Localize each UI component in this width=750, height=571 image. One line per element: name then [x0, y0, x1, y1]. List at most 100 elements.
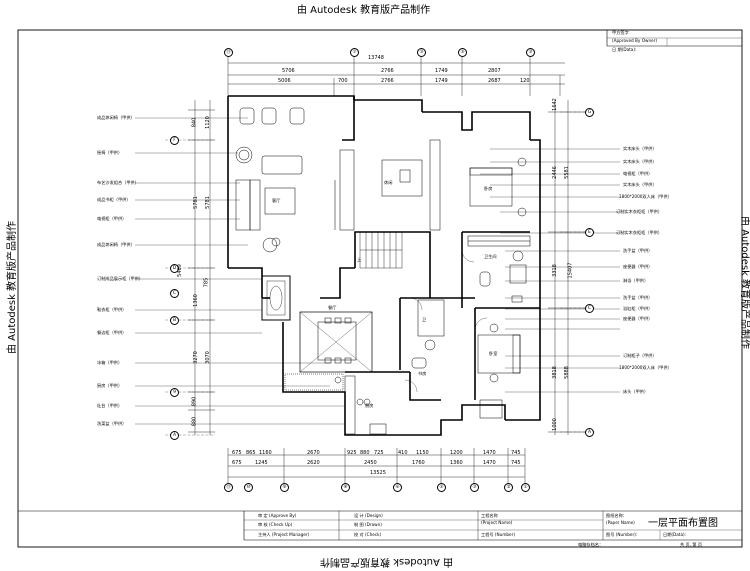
left-label-12: 洗菜盆（甲供）: [97, 421, 127, 426]
tb-date2: 日期(Data):: [663, 532, 687, 537]
right-label-13: 座便器（甲供）: [623, 316, 653, 321]
dim-top-r1-1: 2766: [381, 68, 394, 74]
left-label-5: 成品休闲椅（甲供）: [97, 242, 135, 247]
dim-bot-r1-7: 410: [398, 450, 408, 456]
room-bath1: 卫生间: [484, 254, 497, 259]
dim-left-c1-5: 1360: [192, 294, 199, 307]
tb-proof: 校 对 (Check): [354, 532, 382, 537]
axis-bot-5: ⑤: [437, 483, 446, 492]
axis-bot-4: ⑥: [393, 483, 402, 492]
room-leisure: 休闲: [384, 180, 393, 185]
right-label-8: 洗手盆（甲供）: [623, 248, 653, 253]
drawing-title: 一层平面布置图: [648, 518, 718, 529]
approved-cn: 甲方签字: [612, 30, 629, 35]
dim-bot-r2-2: 2620: [307, 460, 320, 466]
dim-top-r1-0: 5706: [282, 68, 295, 74]
dim-bot-r1-10: 1470: [483, 450, 496, 456]
axis-bot-7: ②: [504, 483, 513, 492]
dim-right-0: 1642: [551, 98, 558, 111]
approved-en: (Approved By Owner): [612, 38, 658, 43]
dim-left-c1-1: 1120: [204, 116, 211, 129]
dim-right-7: 1000: [551, 418, 558, 431]
room-dining: 餐厅: [328, 305, 337, 310]
dim-bot-r2-4: 1760: [412, 460, 425, 466]
dim-top-r2-1: 700: [338, 78, 348, 84]
room-bedroom1: 卧房: [484, 186, 493, 191]
dim-top-r1-2: 1749: [435, 68, 448, 74]
axis-bot-8: ①: [521, 483, 530, 492]
dim-left-c2-4: 3070: [204, 351, 211, 364]
dim-bot-r2-5: 1360: [450, 460, 463, 466]
axis-left-1: D: [170, 264, 179, 273]
dim-right-2: 5581: [563, 166, 570, 179]
dim-right-6: 5888: [563, 366, 570, 379]
left-label-0: 成品休闲椅（甲供）: [97, 115, 135, 120]
axis-left-3: B: [170, 316, 179, 325]
axis-left-4: A: [170, 431, 179, 440]
axis-right-1: E: [585, 228, 594, 237]
axis-bot-3: ⑧: [341, 483, 350, 492]
dim-bot-r1-5: 880: [360, 450, 370, 456]
tb-design: 设 计 (Design): [354, 513, 383, 518]
left-label-7: 鞋衣柜（甲供）: [97, 307, 127, 312]
tb-drawing-no: 图号 (Number):: [606, 532, 638, 537]
left-label-2: 布艺沙发组合（甲供）: [97, 180, 139, 185]
dim-bot-total: 13525: [370, 470, 386, 476]
right-label-3: 实木床头（甲供）: [623, 182, 657, 187]
right-label-16: 床头（甲供）: [623, 389, 649, 394]
right-label-10: 淋浴（甲供）: [623, 278, 649, 283]
right-label-14: 订制柜子（甲供）: [623, 353, 657, 358]
room-living: 客厅: [272, 198, 281, 203]
axis-top-2: ③: [417, 48, 426, 57]
axis-left-0: F: [170, 136, 179, 145]
room-study: 书房: [418, 371, 427, 376]
axis-top-0: ⑪: [224, 48, 233, 57]
watermark-top: 由 Autodesk 教育版产品制作: [297, 5, 431, 16]
dim-bot-r2-6: 1470: [483, 460, 496, 466]
tb-manager: 主持人 (Project Manager): [258, 532, 310, 537]
dim-left-c1-6: 3270: [192, 351, 199, 364]
dim-top-r2-5: 120: [520, 78, 530, 84]
dim-bot-r2-7: 745: [511, 460, 521, 466]
axis-top-1: ⑦: [350, 48, 359, 57]
dim-top-r2-3: 1749: [435, 78, 448, 84]
axis-bot-0: ⑪: [224, 483, 233, 492]
right-label-5: 1800*2000双人床（甲供）: [619, 194, 672, 199]
dim-top-r2-4: 2687: [488, 78, 501, 84]
right-label-2: 电视柜（甲供）: [623, 171, 653, 176]
left-label-6: 订制成品展示柜（甲供）: [97, 276, 144, 281]
room-bedroom2: 卧室: [489, 351, 498, 356]
right-label-1: 实木床头（甲供）: [623, 159, 657, 164]
date-cn: 日 期(Data):: [612, 47, 637, 52]
left-label-11: 灶台（甲供）: [97, 403, 123, 408]
dim-bot-r1-11: 745: [511, 450, 521, 456]
left-label-8: 餐边柜（甲供）: [97, 330, 127, 335]
tb-project-no: 工程号 (Number): [481, 532, 515, 537]
room-bath2: 卫: [422, 317, 427, 322]
dim-left-c1-8: 880: [191, 416, 198, 427]
tb-footer-pages: 共 页, 第 页: [680, 542, 703, 547]
right-label-7: 订制实木衣柜柜（甲供）: [616, 230, 663, 235]
tb-project-name: 工程名称: [481, 513, 498, 518]
tb-project-name-en: (Project Name): [481, 520, 513, 525]
axis-top-4: ③: [526, 48, 535, 57]
right-label-12: 浴缸柜（甲供）: [623, 306, 653, 311]
dim-bot-r1-4: 925: [347, 450, 357, 456]
dim-right-1: 2446: [551, 166, 558, 179]
dim-right-3: 3318: [551, 264, 558, 277]
left-label-10: 厨房（甲供）: [97, 383, 123, 388]
left-label-3: 成品书柜（甲供）: [97, 197, 131, 202]
dim-left-c1-0: 840: [191, 117, 198, 128]
left-label-4: 电视柜（甲供）: [97, 216, 127, 221]
axis-top-3: ⑤: [458, 48, 467, 57]
dim-top-r2-2: 2766: [381, 78, 394, 84]
dim-bot-r1-6: 725: [374, 450, 384, 456]
dim-bot-r1-8: 1150: [416, 450, 429, 456]
right-label-0: 实木床头（甲供）: [623, 146, 657, 151]
dim-bot-r1-0: 675: [232, 450, 242, 456]
axis-right-2: C: [585, 304, 594, 313]
tb-drawing-name: 图纸名称：: [606, 513, 627, 518]
dim-bot-r1-1: 865: [246, 450, 256, 456]
dim-top-r2-0: 5006: [278, 78, 291, 84]
dim-bot-r2-0: 675: [232, 460, 242, 466]
